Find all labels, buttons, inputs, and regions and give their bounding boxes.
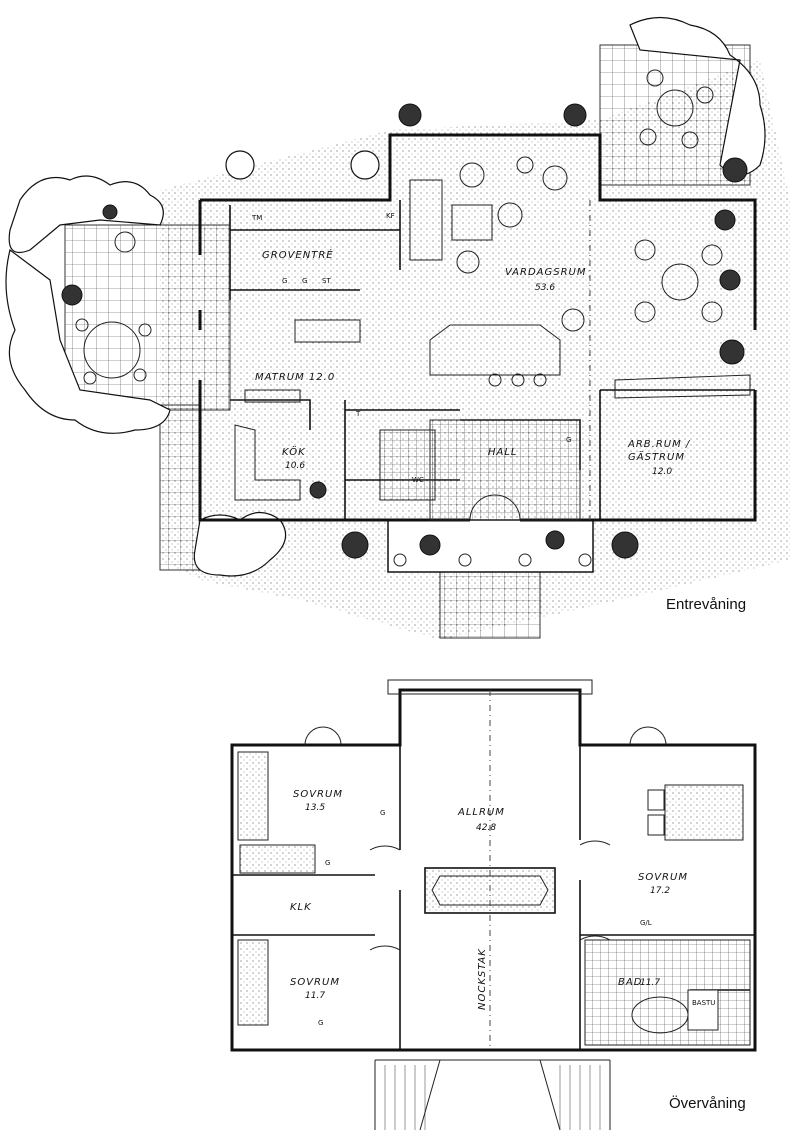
roof-outline: [374, 1059, 611, 1130]
dining-table: [294, 319, 361, 343]
fireplace: [429, 324, 561, 376]
room-label-sovrum2: SOVRUM: [638, 872, 688, 883]
fixture-label-g4: G: [566, 436, 571, 444]
room-label-hall: HALL: [488, 447, 518, 458]
room-label-vardagsrum: VARDAGSRUM: [505, 267, 586, 278]
entrance-steps: [439, 569, 541, 639]
bathroom-tiles: [584, 939, 751, 1046]
fixture-label-g1: G: [282, 277, 287, 285]
ground-floor-plan: GROVENTRÉ VARDAGSRUM 53.6 MATRUM 12.0 KÖ…: [5, 16, 790, 640]
room-area-bad: 11.7: [640, 978, 660, 988]
wardrobe-sovrum1-b: [239, 844, 316, 874]
balcony-door-left: [304, 726, 342, 746]
wardrobe-sovrum3: [237, 939, 269, 1026]
wardrobe-sovrum1: [237, 751, 269, 841]
shrubs-right: [225, 16, 766, 559]
fixture-label-gl: G/L: [640, 919, 652, 927]
fixture-label-kf: KF: [386, 212, 395, 220]
upper-floor-plan: SOVRUM 13.5 ALLRUM 42.8 SOVRUM 17.2 KLK …: [230, 679, 757, 1131]
caption-overvaning: Övervåning: [669, 1095, 746, 1112]
room-area-vardagsrum: 53.6: [535, 283, 555, 293]
room-label-klk: KLK: [290, 902, 312, 913]
room-label-kok: KÖK: [282, 445, 306, 458]
room-area-allrum: 42.8: [476, 823, 496, 833]
wc-tiles: [379, 429, 436, 501]
room-area-sovrum3: 11.7: [305, 991, 325, 1001]
roof-ridge: [419, 1059, 561, 1131]
fixture-label-g1-upper: G: [380, 809, 385, 817]
room-label-groventre: GROVENTRÉ: [262, 248, 334, 261]
room-area-sovrum1: 13.5: [305, 803, 325, 813]
room-label-sovrum3: SOVRUM: [290, 977, 340, 988]
pillow-2: [647, 814, 665, 836]
fixture-label-g2-upper: G: [325, 859, 330, 867]
balcony-door-right: [629, 726, 667, 746]
left-patio: [64, 224, 231, 411]
room-label-nockstak: NOCKSTAK: [477, 948, 488, 1010]
pillow-1: [647, 789, 665, 811]
roof-hatching: [384, 1065, 601, 1130]
room-label-bastu: BASTU: [692, 999, 715, 1007]
outdoor-furniture: [75, 69, 714, 385]
shrubs-left: [5, 175, 287, 577]
room-label-arbetsrum: ARB.RUM /: [627, 439, 691, 450]
ground-floor-outer-wall: [198, 133, 757, 522]
kitchen-island: [244, 389, 301, 403]
fixture-label-t: T: [355, 410, 361, 418]
room-area-arbetsrum: 12.0: [652, 467, 672, 477]
door-sovrum3: [369, 945, 401, 951]
room-area-kok: 10.6: [285, 461, 305, 471]
fixture-label-g2: G: [302, 277, 307, 285]
room-area-sovrum2: 17.2: [650, 886, 670, 896]
double-bed: [664, 784, 744, 841]
living-room-furniture: [409, 156, 723, 387]
room-label-sovrum1: SOVRUM: [293, 789, 343, 800]
fixture-label-wc: WC: [412, 476, 424, 484]
room-label-matrum: MATRUM 12.0: [255, 372, 335, 383]
door-bad: [579, 935, 611, 941]
caption-entrevaning: Entrevåning: [666, 596, 747, 613]
fixture-label-st: ST: [322, 277, 331, 285]
kitchen-counter: [234, 424, 301, 501]
side-path: [159, 404, 201, 571]
entrance-door: [469, 494, 521, 521]
fixture-label-tm: TM: [251, 214, 262, 222]
room-label-bad: BAD: [618, 977, 642, 988]
sauna: [687, 989, 719, 1031]
room-label-allrum: ALLRUM: [457, 807, 505, 818]
door-sovrum1: [369, 845, 401, 851]
hall-tiles: [429, 419, 581, 521]
upper-floor-interior-walls: [232, 745, 756, 1050]
room-label-gastrum: GÄSTRUM: [628, 450, 685, 463]
upper-fireplace-inner: [431, 875, 549, 906]
door-sovrum2: [579, 840, 611, 846]
fixture-label-g3-upper: G: [318, 1019, 323, 1027]
guest-room-sofa: [614, 374, 751, 399]
